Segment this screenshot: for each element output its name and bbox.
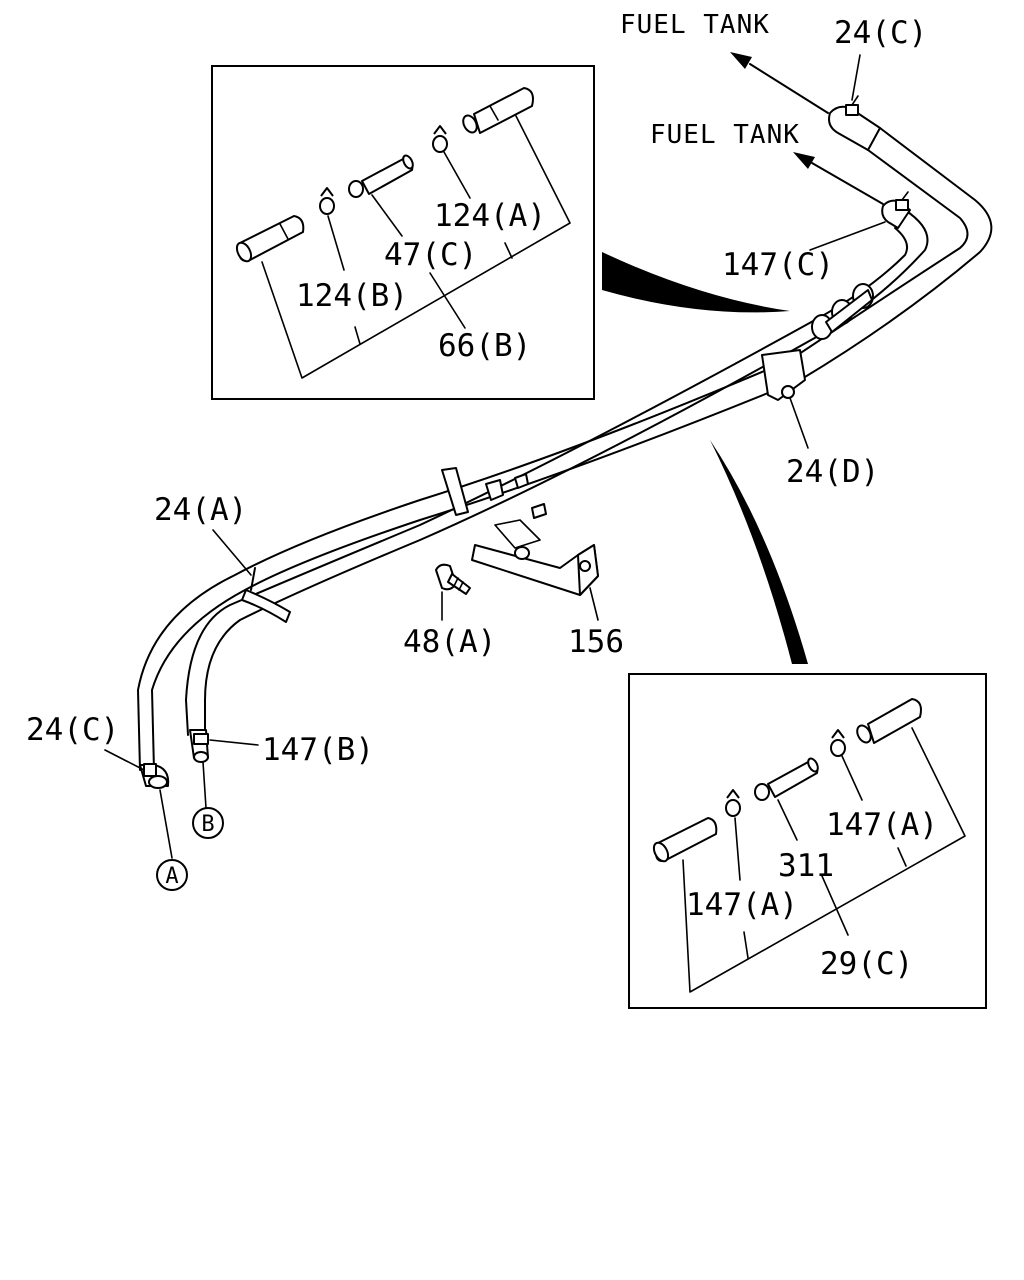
leader-24c-left	[104, 749, 145, 771]
leader-24d	[789, 397, 809, 449]
clamp-124a	[432, 125, 448, 153]
pointer-arrow-bottom	[710, 440, 808, 664]
leader-47c	[371, 194, 403, 237]
label-24c-left: 24(C)	[26, 712, 119, 748]
leader-callout-a	[159, 789, 173, 859]
clamp-24a	[241, 567, 291, 623]
label-24a: 24(A)	[154, 492, 247, 528]
leader-147a-left	[734, 817, 741, 881]
callout-b: B	[192, 807, 224, 839]
leader-147a-right	[841, 755, 863, 801]
clamp-24c-left	[143, 763, 157, 777]
label-fuel-tank-lower: FUEL TANK	[650, 120, 800, 150]
clip-24d	[761, 349, 806, 401]
leader-147b	[209, 739, 259, 746]
callout-a: A	[156, 859, 188, 891]
leader-124b	[327, 215, 345, 271]
label-66b: 66(B)	[438, 328, 531, 364]
label-156: 156	[568, 624, 624, 660]
fuel-hose-assembly	[137, 105, 993, 789]
clamp-24c-top	[845, 95, 859, 116]
leader-24c-top	[851, 54, 861, 101]
clamp-124b	[319, 187, 335, 215]
bracket-156	[441, 467, 599, 596]
label-147a-right: 147(A)	[826, 807, 938, 843]
pointer-arrow-top	[602, 252, 790, 313]
leader-147a-right-tick	[897, 847, 907, 867]
fuel-tank-arrow-upper	[730, 52, 829, 114]
clamp-147c-top	[895, 191, 909, 211]
leader-147c	[809, 221, 886, 251]
label-147a-left: 147(A)	[686, 887, 798, 923]
leader-156	[589, 587, 599, 621]
clamp-pair-connector	[811, 283, 874, 340]
inset-top-frame	[211, 65, 595, 400]
fuel-tank-arrow-lower	[793, 152, 884, 205]
callout-a-letter: A	[165, 864, 178, 889]
label-147b: 147(B)	[262, 732, 374, 768]
leader-29c	[821, 875, 849, 936]
inset-bottom-frame	[628, 673, 987, 1009]
inset-top-detail: 124(A) 47(C) 124(B) 66(B)	[211, 65, 595, 400]
leader-66b	[429, 272, 466, 329]
label-147c: 147(C)	[722, 247, 834, 283]
hose-segment-left-b	[652, 817, 718, 863]
label-fuel-tank-upper: FUEL TANK	[620, 10, 770, 40]
bolt-48a	[435, 563, 471, 595]
label-124a: 124(A)	[434, 198, 546, 234]
hose-segment-right-b	[856, 698, 922, 744]
leader-124b-tick	[354, 326, 361, 345]
label-47c: 47(C)	[384, 237, 477, 273]
inset-bottom-detail: 147(A) 311 147(A) 29(C)	[628, 673, 987, 1009]
leader-124a-tick	[504, 242, 513, 259]
callout-b-letter: B	[201, 812, 214, 837]
clamp-147a-right	[830, 729, 846, 757]
leader-66b-bracket	[261, 115, 571, 379]
hose-segment-right	[462, 87, 534, 134]
label-29c: 29(C)	[820, 946, 913, 982]
connector-47c	[348, 154, 414, 198]
leader-29c-bracket	[682, 727, 966, 993]
clamp-147b	[193, 733, 209, 745]
leader-311	[777, 799, 798, 841]
hose-segment-left	[235, 215, 305, 263]
leader-24a	[212, 529, 252, 576]
leader-callout-b	[202, 761, 207, 809]
clamp-147a-left	[725, 789, 741, 817]
label-48a: 48(A)	[403, 624, 496, 660]
connector-311	[754, 757, 819, 801]
label-24d: 24(D)	[786, 454, 879, 490]
label-124b: 124(B)	[296, 278, 408, 314]
leader-124a	[443, 151, 471, 199]
label-24c-top: 24(C)	[834, 15, 927, 51]
label-311: 311	[778, 848, 834, 884]
leader-147a-left-tick	[743, 931, 749, 959]
